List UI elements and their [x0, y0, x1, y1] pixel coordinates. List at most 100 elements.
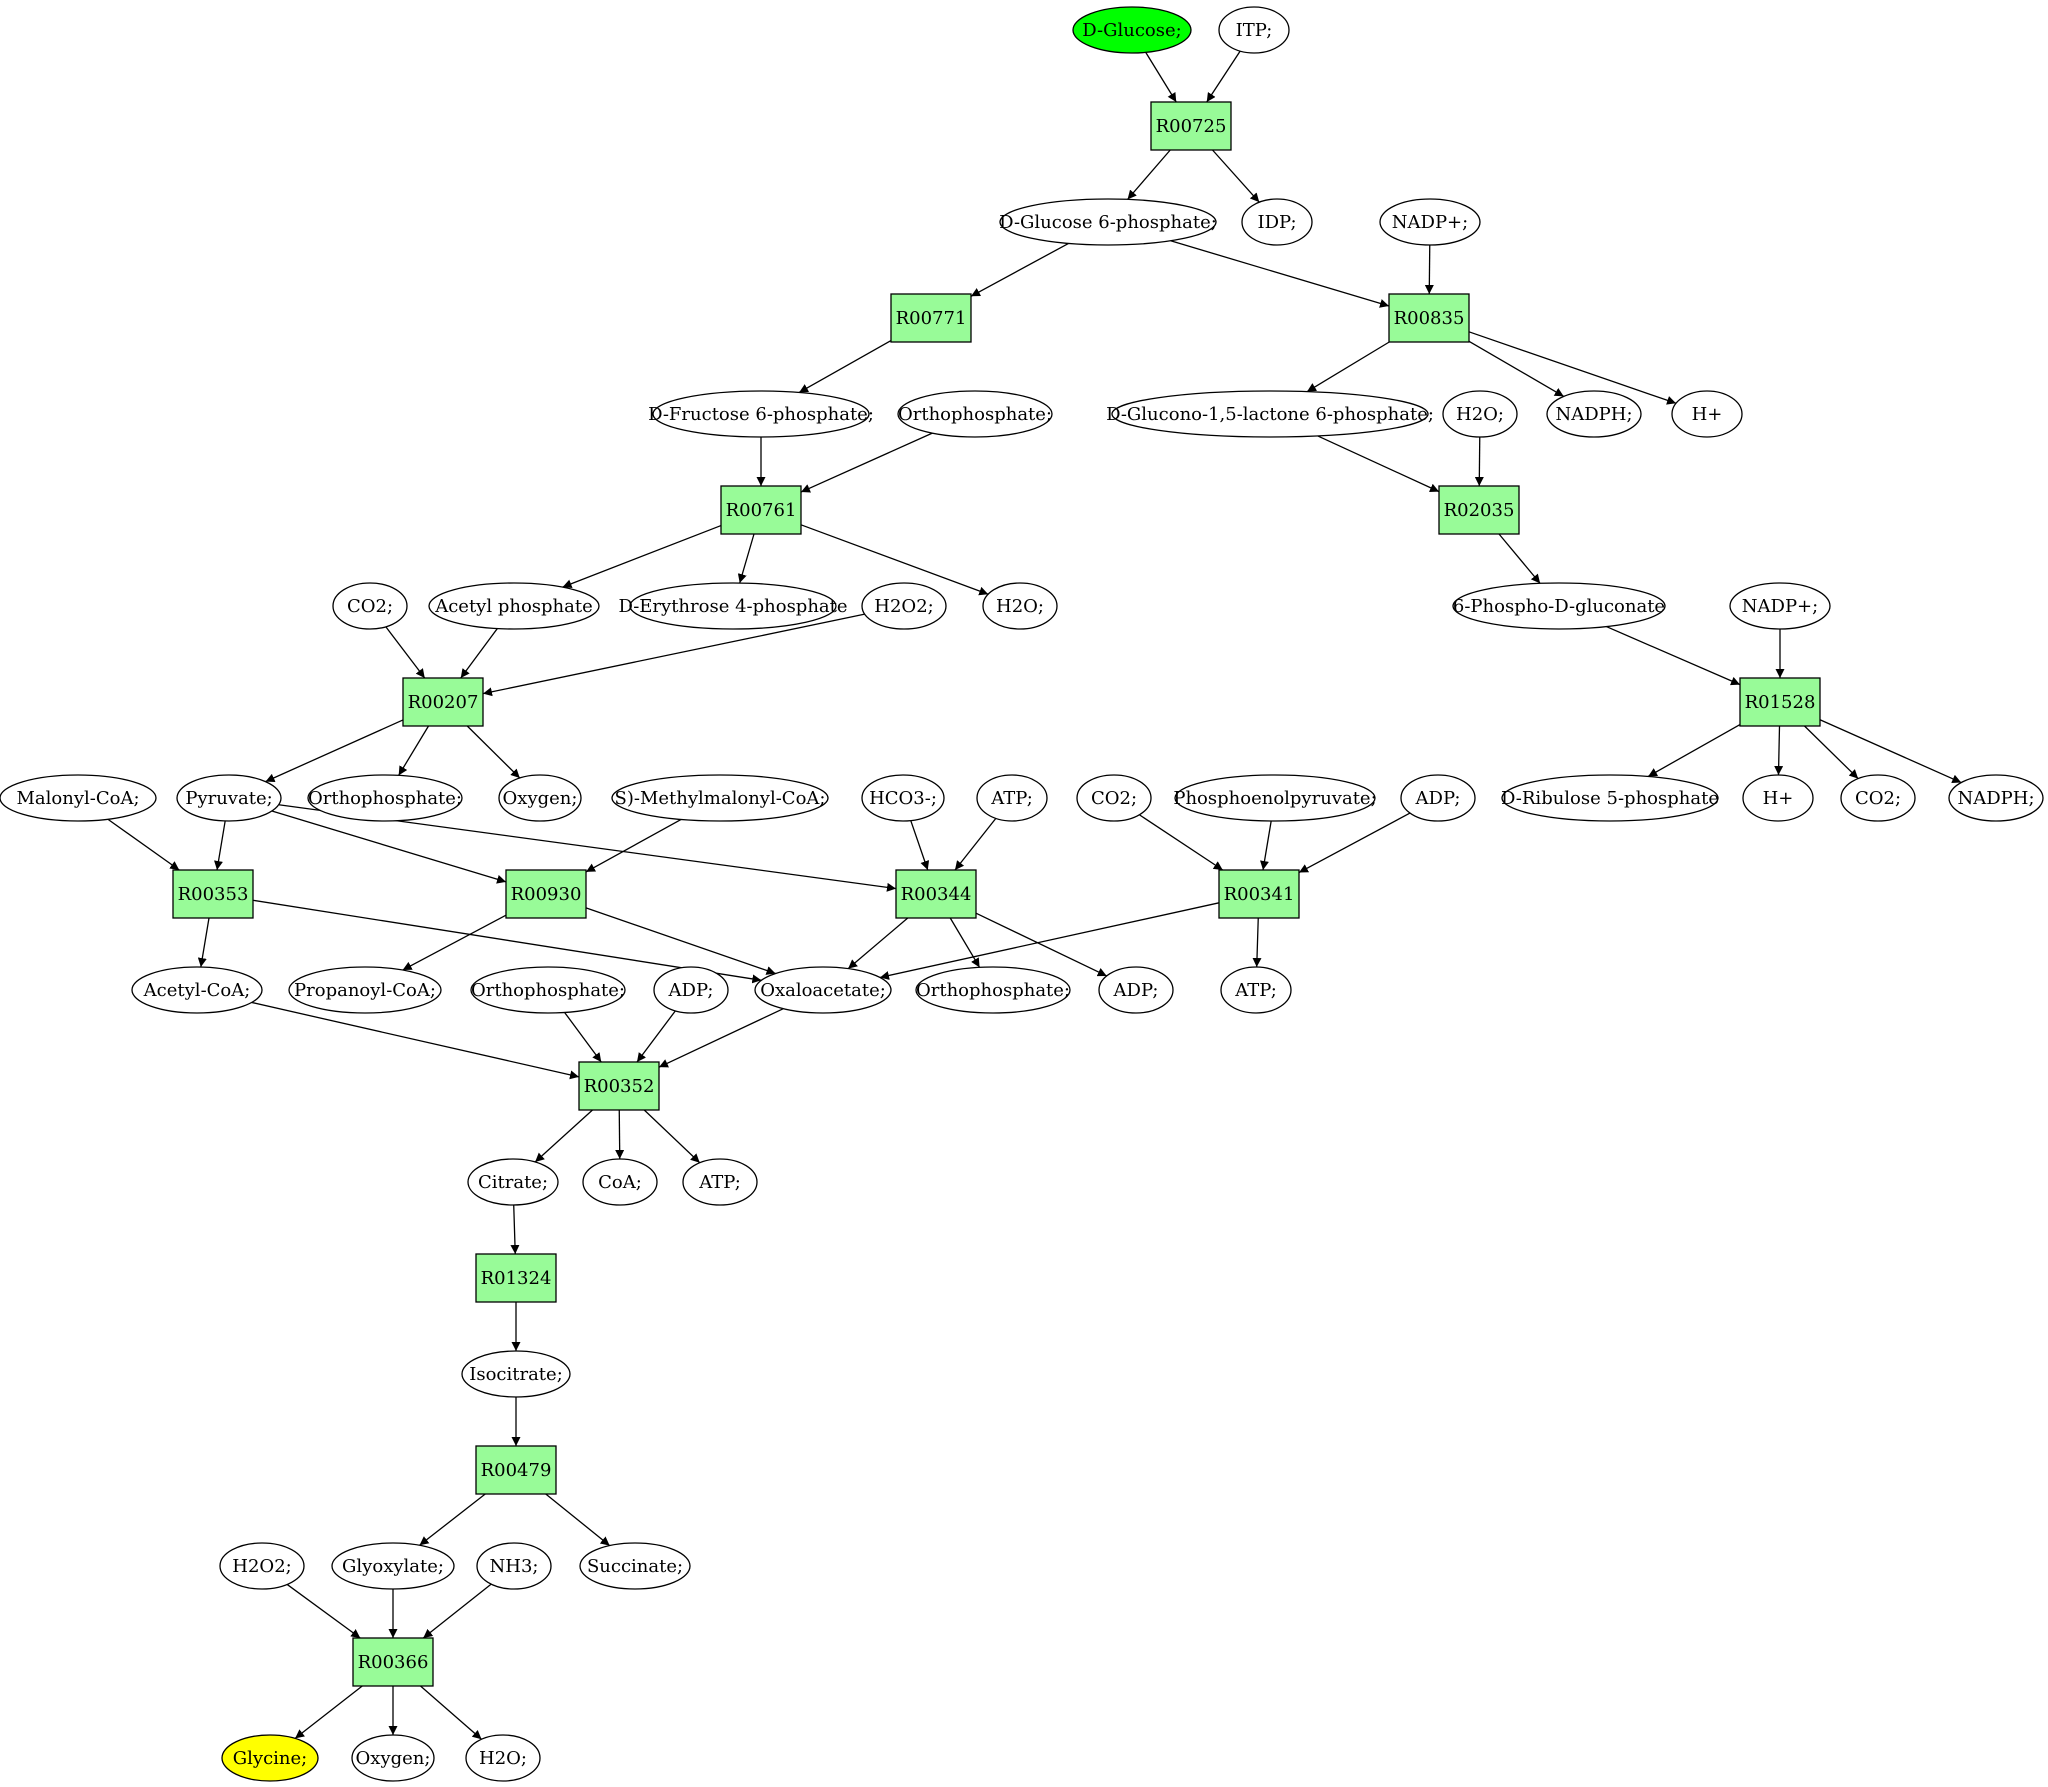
metabolite-node-glyox[interactable]: Glyoxylate;: [331, 1542, 455, 1590]
metabolite-node-smmcoa[interactable]: S)-Methylmalonyl-CoA;: [611, 774, 829, 822]
metabolite-label: NADP+;: [1742, 596, 1818, 617]
metabolite-node-pgluc[interactable]: 6-Phospho-D-gluconate: [1452, 582, 1666, 630]
metabolite-label: ITP;: [1236, 20, 1273, 41]
metabolite-node-hplus2[interactable]: H+: [1742, 774, 1814, 822]
reaction-node-r00366[interactable]: R00366: [352, 1637, 434, 1687]
reaction-box: [720, 485, 802, 535]
reaction-box: [352, 1637, 434, 1687]
reaction-label: R01528: [1745, 692, 1816, 713]
reaction-label: R00771: [896, 308, 967, 329]
metabolite-node-itp[interactable]: ITP;: [1218, 6, 1290, 54]
metabolite-node-h2o3[interactable]: H2O;: [465, 1734, 541, 1782]
metabolite-node-glycine[interactable]: Glycine;: [221, 1734, 319, 1782]
edge-R00341-to-atp2: [1252, 917, 1262, 968]
metabolite-node-nadp2[interactable]: NADP+;: [1729, 582, 1831, 630]
reaction-node-r00344[interactable]: R00344: [895, 869, 977, 919]
edge-pyr-to-R00930: [271, 810, 507, 884]
metabolite-node-citrate[interactable]: Citrate;: [467, 1158, 559, 1206]
edge-citrate-to-R01324: [510, 1204, 520, 1255]
metabolite-label: Glyoxylate;: [342, 1556, 444, 1577]
reaction-box: [1150, 101, 1232, 151]
reaction-node-r00352[interactable]: R00352: [578, 1061, 660, 1111]
reaction-node-r00479[interactable]: R00479: [475, 1445, 557, 1495]
edge-nh3-to-R00366: [422, 1583, 492, 1639]
metabolite-node-malcoa[interactable]: Malonyl-CoA;: [0, 774, 157, 822]
edge-itp-to-R00725: [1206, 50, 1241, 103]
metabolite-node-nadph2[interactable]: NADPH;: [1948, 774, 2044, 822]
metabolite-ellipse: [579, 1542, 691, 1590]
metabolite-node-idp[interactable]: IDP;: [1241, 198, 1313, 246]
reaction-node-r01324[interactable]: R01324: [475, 1253, 557, 1303]
reaction-node-r01528[interactable]: R01528: [1739, 677, 1821, 727]
metabolite-node-coa[interactable]: CoA;: [582, 1158, 658, 1206]
edge-pgluc-to-R01528: [1606, 625, 1741, 686]
reaction-node-r00353[interactable]: R00353: [172, 869, 254, 919]
metabolite-node-nh3[interactable]: NH3;: [476, 1542, 552, 1590]
metabolite-node-adp1[interactable]: ADP;: [1400, 774, 1476, 822]
metabolite-node-oaa[interactable]: Oxaloacetate;: [754, 966, 892, 1014]
edge-R00366-to-h2o3: [420, 1685, 482, 1740]
edge-acetylp-to-R00207: [460, 628, 498, 679]
edge-accoa-to-R00352: [251, 1001, 580, 1080]
metabolite-node-nadp1[interactable]: NADP+;: [1379, 198, 1481, 246]
metabolite-node-co2c[interactable]: CO2;: [1840, 774, 1916, 822]
metabolite-node-ru5p[interactable]: D-Ribulose 5-phosphate: [1501, 774, 1719, 822]
reaction-node-r00207[interactable]: R00207: [402, 677, 484, 727]
metabolite-node-glucose[interactable]: D-Glucose;: [1072, 6, 1192, 54]
metabolite-node-co2a[interactable]: CO2;: [332, 582, 408, 630]
metabolite-node-adp2[interactable]: ADP;: [653, 966, 729, 1014]
edge-h2o1-to-R02035: [1474, 436, 1484, 487]
edge-atp1-to-R00344: [954, 818, 997, 871]
metabolite-ellipse: [982, 582, 1058, 630]
edge-R00366-to-glycine: [294, 1685, 363, 1739]
metabolite-node-propcoa[interactable]: Propanoyl-CoA;: [288, 966, 442, 1014]
edge-R00479-to-glyox: [419, 1493, 486, 1546]
reaction-node-r00761[interactable]: R00761: [720, 485, 802, 535]
metabolite-node-atp2[interactable]: ATP;: [1220, 966, 1292, 1014]
metabolite-node-g6p[interactable]: D-Glucose 6-phosphate;: [999, 198, 1217, 246]
metabolite-node-ortho3[interactable]: Orthophosphate;: [470, 966, 626, 1014]
metabolite-node-acetylp[interactable]: Acetyl phosphate: [428, 582, 600, 630]
metabolite-node-nadph1[interactable]: NADPH;: [1546, 390, 1642, 438]
metabolite-node-succ[interactable]: Succinate;: [579, 1542, 691, 1590]
metabolite-node-ortho1[interactable]: Orthophosphate;: [897, 390, 1053, 438]
metabolite-label: Oxygen;: [503, 788, 578, 809]
edge-R01528-to-co2c: [1804, 725, 1859, 780]
metabolite-node-pep[interactable]: Phosphoenolpyruvate;: [1173, 774, 1377, 822]
metabolite-node-atp3[interactable]: ATP;: [682, 1158, 758, 1206]
metabolite-node-h2o2[interactable]: H2O;: [982, 582, 1058, 630]
reaction-box: [475, 1253, 557, 1303]
metabolite-node-hco3[interactable]: HCO3-;: [861, 774, 945, 822]
metabolite-node-adp3[interactable]: ADP;: [1098, 966, 1174, 1014]
reaction-node-r00341[interactable]: R00341: [1218, 869, 1300, 919]
metabolite-node-co2b[interactable]: CO2;: [1076, 774, 1152, 822]
metabolite-node-h2o2a[interactable]: H2O2;: [861, 582, 947, 630]
metabolite-label: D-Fructose 6-phosphate;: [648, 404, 874, 425]
metabolite-node-ortho4[interactable]: Orthophosphate;: [915, 966, 1071, 1014]
reaction-node-r00771[interactable]: R00771: [890, 293, 972, 343]
metabolite-node-glucono[interactable]: D-Glucono-1,5-lactone 6-phosphate;: [1106, 390, 1434, 438]
metabolite-node-f6p[interactable]: D-Fructose 6-phosphate;: [648, 390, 874, 438]
reaction-node-r00835[interactable]: R00835: [1388, 293, 1470, 343]
metabolite-node-isocit[interactable]: Isocitrate;: [461, 1350, 571, 1398]
metabolite-node-accoa[interactable]: Acetyl-CoA;: [131, 966, 263, 1014]
reaction-node-r00930[interactable]: R00930: [505, 869, 587, 919]
metabolite-ellipse: [915, 966, 1071, 1014]
metabolite-ellipse: [131, 966, 263, 1014]
metabolite-node-hplus1[interactable]: H+: [1671, 390, 1743, 438]
metabolite-node-atp1[interactable]: ATP;: [976, 774, 1048, 822]
metabolite-node-ortho2[interactable]: Orthophosphate;: [307, 774, 463, 822]
metabolite-node-h2o1[interactable]: H2O;: [1442, 390, 1518, 438]
metabolite-node-e4p[interactable]: D-Erythrose 4-phosphate: [618, 582, 848, 630]
metabolite-ellipse: [1218, 6, 1290, 54]
edge-smmcoa-to-R00930: [585, 818, 682, 873]
metabolite-node-pyr[interactable]: Pyruvate;: [176, 774, 282, 822]
metabolite-label: H+: [1763, 788, 1794, 809]
metabolite-node-oxy1[interactable]: Oxygen;: [498, 774, 582, 822]
reaction-node-r00725[interactable]: R00725: [1150, 101, 1232, 151]
metabolite-node-h2o2b[interactable]: H2O2;: [219, 1542, 305, 1590]
reaction-node-r02035[interactable]: R02035: [1438, 485, 1520, 535]
reaction-box: [475, 1445, 557, 1495]
metabolite-node-oxy2[interactable]: Oxygen;: [351, 1734, 435, 1782]
metabolite-ellipse: [582, 1158, 658, 1206]
